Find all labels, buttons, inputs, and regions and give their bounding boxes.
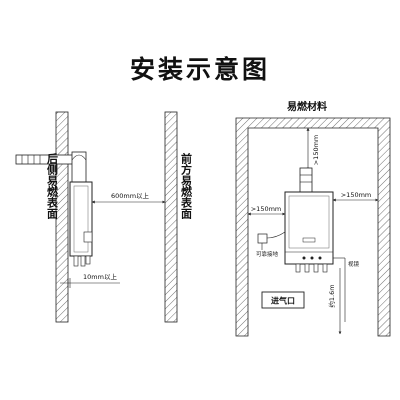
air-inlet-label: 进气口 (271, 296, 295, 306)
dim-floor-height: 约1.6m (327, 284, 336, 307)
flammable-material-label: 易燃材料 (287, 100, 327, 113)
dim-back-clearance: 10mm以上 (83, 272, 117, 281)
page-title: 安装示意图 (130, 55, 270, 84)
air-inlet-box (261, 291, 305, 309)
enclosure-wall (235, 117, 391, 337)
front-wall-label: 前方易燃表面 (180, 152, 194, 220)
dim-right-clearance: >150mm (341, 191, 372, 199)
flue-top (299, 167, 313, 193)
water-heater-front (284, 191, 334, 273)
back-wall (55, 111, 69, 323)
power-socket (257, 231, 286, 250)
pipe-label: 视镜 (348, 260, 360, 268)
right-front-view: 易燃材料 >150mm >150mm > (235, 100, 391, 337)
dim-front-clearance: 600mm以上 (111, 191, 150, 200)
left-side-view: 600mm以上 10mm以上 后侧易燃表面 前方易燃表面 (15, 111, 194, 323)
back-wall-label: 后侧易燃表面 (46, 152, 60, 220)
dim-left-clearance: >150mm (251, 205, 282, 213)
socket-label: 可靠接地 (256, 250, 279, 258)
dim-top-clearance: >150mm (312, 135, 320, 166)
front-wall (164, 111, 178, 323)
water-heater-side (69, 181, 93, 267)
flue-pipe (15, 151, 87, 183)
